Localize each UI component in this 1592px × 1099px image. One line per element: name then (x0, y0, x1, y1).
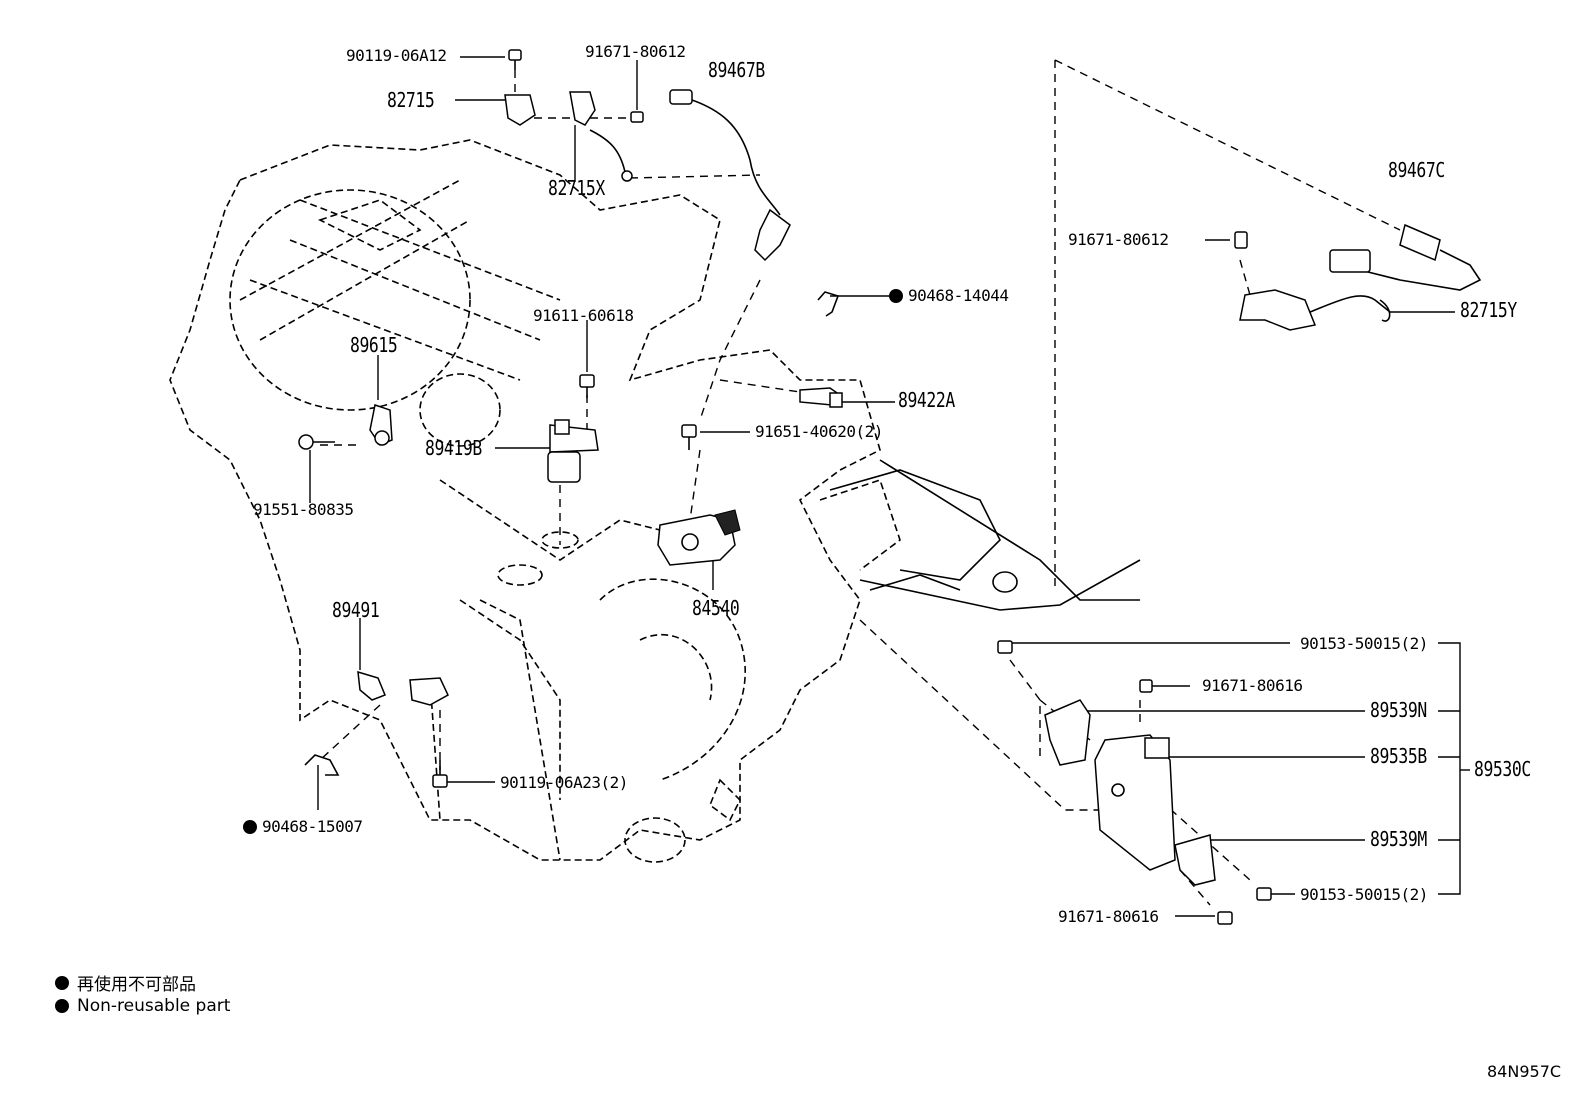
label-82715y: 82715Y (1460, 298, 1517, 322)
label-90468-15007: 90468-15007 (262, 817, 363, 836)
label-91671-80616-bottom: 91671-80616 (1058, 907, 1159, 926)
switch-84540 (657, 509, 741, 566)
legend-jp-text: 再使用不可部品 (77, 975, 196, 995)
label-89615: 89615 (350, 333, 398, 357)
legend-jp: 再使用不可部品 (55, 970, 196, 995)
label-89422a: 89422A (898, 388, 955, 412)
label-82715x: 82715X (548, 176, 605, 200)
leader-lines (309, 56, 1470, 917)
label-91611-60618: 91611-60618 (533, 306, 634, 325)
non-reusable-mark (889, 289, 903, 303)
bracket-89539n (1044, 699, 1091, 766)
bolts-90153-50015 (997, 640, 1272, 901)
bolt-90119-06a12 (508, 49, 522, 70)
legend-dot-icon (55, 999, 69, 1013)
legend-dot-icon (55, 975, 69, 990)
sensor-82715x (569, 91, 633, 182)
non-reusable-mark (243, 820, 257, 834)
label-89539m: 89539M (1370, 827, 1427, 851)
sensor-89467b (669, 89, 791, 262)
sensor-89491 (357, 670, 449, 706)
sensor-89422a (799, 387, 843, 408)
label-90153-50015-bottom: 90153-50015(2) (1300, 885, 1428, 904)
label-91671-80612-top: 91671-80612 (585, 42, 686, 61)
label-90119-06a12: 90119-06A12 (346, 46, 447, 65)
legend-en-text: Non-reusable part (77, 996, 231, 1016)
bolt-91611-60618 (579, 374, 595, 398)
sensor-89615 (369, 404, 393, 446)
label-91671-80616-top: 91671-80616 (1202, 676, 1303, 695)
label-89467b: 89467B (708, 58, 765, 82)
bolt-91671-80612-top (630, 111, 644, 123)
label-89467c: 89467C (1388, 158, 1445, 182)
label-90468-14044: 90468-14044 (908, 286, 1009, 305)
label-89491: 89491 (332, 598, 380, 622)
clip-90468-15007 (304, 754, 340, 776)
ecu-89535b (1094, 734, 1176, 871)
bolts-91671-80616 (1139, 679, 1233, 925)
label-84540: 84540 (692, 596, 740, 620)
label-82715: 82715 (387, 88, 435, 112)
bracket-82715 (504, 94, 536, 126)
sensor-89419b (547, 419, 599, 483)
detail-callout-line (1054, 59, 1401, 590)
sensor-89467c (1329, 223, 1482, 291)
sensor-82715y (1234, 231, 1391, 331)
label-89535b: 89535B (1370, 744, 1427, 768)
bolt-90119-06a23 (432, 760, 448, 788)
label-90119-06a23: 90119-06A23(2) (500, 773, 628, 792)
clip-90468-14044 (817, 291, 840, 317)
label-91651-40620: 91651-40620(2) (755, 422, 883, 441)
label-89419b: 89419B (425, 436, 482, 460)
bracket-89539m (1174, 834, 1216, 886)
legend-en: Non-reusable part (55, 996, 230, 1016)
label-91671-80612-right: 91671-80612 (1068, 230, 1169, 249)
diagram-code: 84N957C (1487, 1062, 1562, 1081)
label-89530c: 89530C (1474, 757, 1531, 781)
exhaust-pipe (829, 459, 1141, 611)
bolt-91551-80835 (298, 434, 335, 450)
label-90153-50015-top: 90153-50015(2) (1300, 634, 1428, 653)
bolt-91651-40620 (681, 424, 697, 450)
label-91551-80835: 91551-80835 (253, 500, 354, 519)
label-89539n: 89539N (1370, 698, 1427, 722)
